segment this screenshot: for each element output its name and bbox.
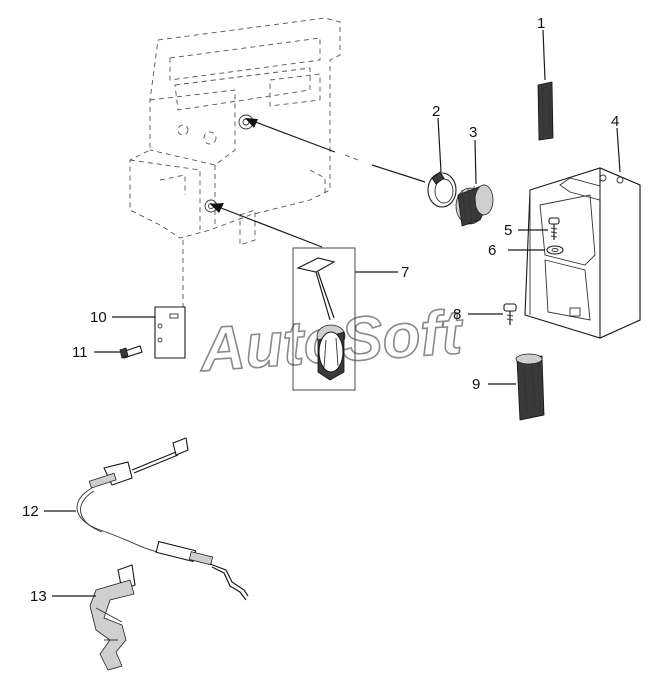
callout-5: 5 xyxy=(504,222,512,239)
part-13-band xyxy=(52,564,136,671)
part-12-capillary xyxy=(44,437,249,601)
main-housing xyxy=(129,17,341,246)
part-1-pad xyxy=(537,29,554,141)
part-10-plate xyxy=(112,306,186,359)
callout-2: 2 xyxy=(432,103,440,120)
callout-9: 9 xyxy=(472,376,480,393)
callout-11: 11 xyxy=(72,344,88,361)
callout-12: 12 xyxy=(22,503,39,520)
callout-4: 4 xyxy=(611,113,619,130)
part-7-strainer xyxy=(292,247,398,391)
callout-labels: 1 2 3 4 5 6 7 8 9 10 11 12 13 xyxy=(22,15,619,605)
part-5-screw xyxy=(518,217,560,240)
callout-1: 1 xyxy=(537,15,545,32)
part-6-washer xyxy=(508,245,564,255)
callout-8: 8 xyxy=(453,306,461,323)
callout-3: 3 xyxy=(469,124,477,141)
callout-7: 7 xyxy=(401,264,409,281)
connection-arrows xyxy=(182,118,426,310)
part-3-sleeve xyxy=(455,139,494,227)
callout-13: 13 xyxy=(30,588,47,605)
part-9-tube xyxy=(488,353,545,421)
callout-6: 6 xyxy=(488,242,496,259)
part-2-clamp xyxy=(427,117,457,208)
part-8-screw xyxy=(468,303,517,325)
part-11-screw xyxy=(94,345,143,359)
part-4-cover xyxy=(524,127,641,339)
callout-10: 10 xyxy=(90,309,107,326)
